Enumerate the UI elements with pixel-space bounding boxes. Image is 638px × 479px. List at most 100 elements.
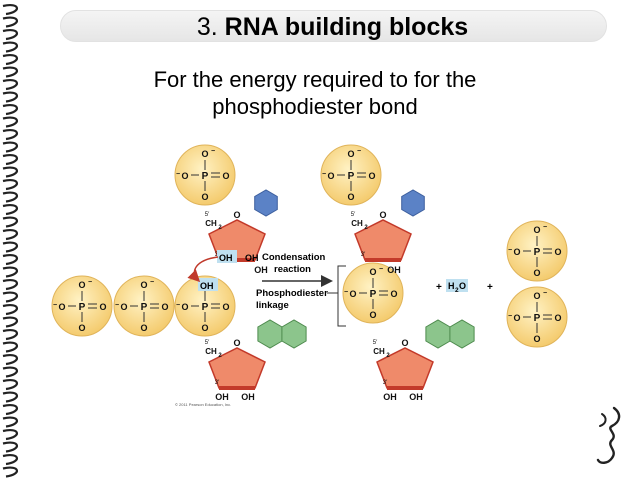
spiral-coil	[2, 129, 18, 141]
spiral-coil	[2, 54, 18, 66]
phosphate-free-1: PO−O−OO	[51, 275, 113, 337]
spiral-coil	[2, 166, 18, 178]
water-o: O	[459, 281, 466, 291]
phosphodiester-label-1: Phosphodiester	[256, 288, 328, 299]
sugar-ring	[354, 219, 412, 261]
decorative-flourish-icon	[596, 406, 621, 464]
subtitle-line-1: For the energy required to for the	[153, 67, 477, 92]
spiral-coil	[2, 191, 18, 203]
purine-ring-1	[257, 319, 283, 349]
carbon-3-label: 3′	[383, 380, 388, 386]
phosphate-p: P	[79, 302, 86, 313]
phosphate-o-top: O	[533, 291, 540, 301]
purine-ring-2	[281, 319, 307, 349]
phosphate-o-left: O	[513, 313, 520, 323]
phosphate-top-right: PO−O−OO	[320, 144, 382, 206]
phosphate-p: P	[202, 302, 209, 313]
oh-label-4: OH	[241, 392, 255, 402]
spiral-coil	[2, 104, 18, 116]
water-highlight	[446, 279, 468, 292]
phosphate-minus-top: −	[543, 290, 547, 297]
oh-label-1: OH	[254, 265, 268, 275]
sugar-ring	[376, 347, 434, 389]
spiral-coil	[2, 91, 18, 103]
phosphate-circle	[506, 286, 568, 348]
oh-highlight-top	[217, 250, 237, 263]
phosphate-o-top: O	[533, 225, 540, 235]
slide-title: 3. RNA building blocks	[60, 10, 605, 42]
sugar-ch2: CH	[351, 219, 363, 228]
phosphate-o-right: O	[222, 171, 229, 181]
carbon-5-label: 5′	[373, 340, 378, 346]
subtitle-line-2: phosphodiester bond	[212, 94, 418, 119]
phosphate-o-left: O	[327, 171, 334, 181]
oh-label-6: OH	[409, 392, 423, 402]
phosphate-minus-top: −	[357, 148, 361, 155]
phosphate-circle	[506, 220, 568, 282]
phosphodiester-bracket	[337, 265, 346, 327]
sugar-ch2: CH	[205, 347, 217, 356]
title-bar-shade	[60, 10, 607, 42]
spiral-coil	[2, 404, 18, 416]
spiral-coil	[2, 316, 18, 328]
spiral-coil	[2, 41, 18, 53]
spiral-coil	[2, 391, 18, 403]
phosphate-p: P	[141, 302, 148, 313]
sugar-ring-o: O	[379, 210, 386, 220]
spiral-coil	[2, 416, 18, 428]
phosphate-p: P	[534, 247, 541, 258]
purine-ring-1	[425, 319, 451, 349]
phosphate-o-bottom: O	[140, 323, 147, 333]
condensation-label-2: reaction	[274, 264, 311, 275]
spiral-coil	[2, 241, 18, 253]
pyrimidine-base-right	[401, 189, 425, 217]
spiral-coil	[2, 466, 18, 478]
water-h: H	[448, 281, 455, 291]
sugar-ch2: CH	[205, 219, 217, 228]
water-2: 2	[455, 287, 459, 294]
phosphate-o-left: O	[181, 302, 188, 312]
purine-base-right	[425, 319, 475, 349]
phosphate-linkage: PO−O−OO	[342, 262, 404, 324]
spiral-coil	[2, 329, 18, 341]
spiral-coil	[2, 141, 18, 153]
phosphate-p: P	[348, 171, 355, 182]
purine-base-left	[257, 319, 307, 349]
phosphate-minus-left: −	[344, 289, 348, 296]
oh-left: OH	[200, 281, 214, 291]
phosphate-minus-top: −	[211, 148, 215, 155]
phosphate-o-top: O	[369, 267, 376, 277]
phosphate-o-bottom: O	[533, 334, 540, 344]
spiral-coil	[2, 79, 18, 91]
phosphate-o-top: O	[347, 149, 354, 159]
oh-label-2: OH	[387, 265, 401, 275]
title-bar: 3. RNA building blocks	[60, 10, 620, 46]
carbon-3-label: 3′	[361, 252, 366, 258]
spiral-coil	[2, 266, 18, 278]
phosphate-circle	[320, 144, 382, 206]
phosphate-circle	[342, 262, 404, 324]
phosphate-p: P	[534, 313, 541, 324]
phosphate-o-bottom: O	[347, 192, 354, 202]
carbon-3-label: 3′	[215, 380, 220, 386]
phosphate-minus-left: −	[322, 171, 326, 178]
spiral-coil	[2, 429, 18, 441]
slide-subtitle: For the energy required to for the phosp…	[80, 66, 550, 120]
phosphate-o-left: O	[349, 289, 356, 299]
spiral-coil	[2, 291, 18, 303]
phosphate-o-top: O	[201, 149, 208, 159]
spiral-coil	[2, 66, 18, 78]
sugar-ring-o: O	[233, 210, 240, 220]
phosphate-o-top: O	[78, 280, 85, 290]
phosphate-o-left: O	[58, 302, 65, 312]
plus-sign: +	[487, 282, 493, 293]
sugar-ch2-sub: 2	[218, 353, 222, 359]
oh-top-1: OH	[219, 253, 233, 263]
title-number: 3.	[196, 13, 218, 41]
phosphate-p: P	[202, 171, 209, 182]
carbon-5-label: 5′	[351, 212, 356, 218]
spiral-coil	[2, 216, 18, 228]
purine-ring-2	[449, 319, 475, 349]
